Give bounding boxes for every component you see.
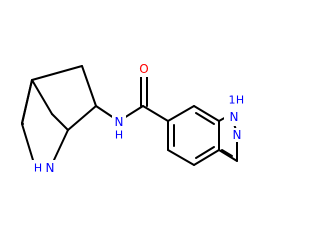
bond-c4-to-c5 xyxy=(167,149,195,166)
indazole-n1-prefix-label: 1 xyxy=(229,94,236,107)
ring-amine-nitrogen-label: N xyxy=(46,161,55,175)
bond-carbonyl-c-to-aryl xyxy=(142,105,169,122)
amide-nh-label-mask xyxy=(112,112,126,139)
ring-amine-label-mask xyxy=(32,160,56,176)
amide-hydrogen-label: H xyxy=(115,129,123,142)
chemical-structure: O N H N H 1 H N N xyxy=(21,62,246,176)
bond-bridge-ch2-to-bridgehead-top xyxy=(31,79,53,115)
bond-c7-to-c7a xyxy=(193,105,220,122)
bond-nh-to-bridgehead-bottom xyxy=(53,129,69,161)
bond-bridgehead-top-to-ch2-right xyxy=(31,65,83,81)
indazole-n2-label: N xyxy=(233,128,242,142)
indazole-n2-label-mask xyxy=(230,128,244,142)
oxygen-label-mask xyxy=(136,62,152,77)
bond-c-amide-to-bridgehead-bottom xyxy=(67,105,97,131)
bond-c3-to-c3a xyxy=(218,149,238,162)
amide-oxygen-label: O xyxy=(139,62,148,76)
indazole-n1-label-mask xyxy=(224,94,246,126)
bond-c-ring-to-nh xyxy=(95,105,115,119)
bond-c6-to-c7 xyxy=(167,105,195,122)
bond-bridgehead-top-to-left-ch2 xyxy=(21,79,33,125)
bond-nh-to-carbonyl-c xyxy=(123,105,144,119)
bond-c3a-to-c4 xyxy=(193,149,220,166)
bicyclic-ring-system xyxy=(21,65,97,173)
indazole-n1-label: N xyxy=(230,110,239,124)
amide-linkage xyxy=(95,75,169,122)
bond-bridgehead-bottom-to-bridge-ch2 xyxy=(51,113,69,131)
bond-c3a-to-c4-inner xyxy=(195,146,215,159)
bond-c7-to-c7a-inner xyxy=(195,112,215,125)
bond-c3-to-c3a-inner xyxy=(221,149,233,157)
indazole-n1-hydrogen-label: H xyxy=(236,94,244,107)
bond-ch2-right-to-c-amide xyxy=(81,65,97,107)
ring-amine-hydrogen-label: H xyxy=(34,162,42,175)
atom-labels: O N H N H 1 H N N xyxy=(32,62,246,176)
amide-nitrogen-label: N xyxy=(115,115,124,129)
